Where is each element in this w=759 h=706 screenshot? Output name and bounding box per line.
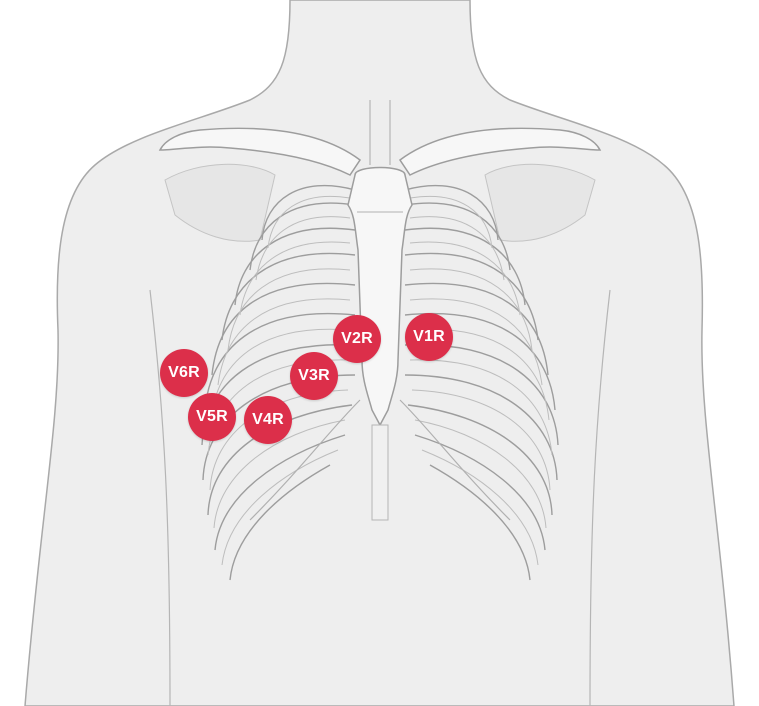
electrode-v2r: V2R [333, 315, 381, 363]
electrode-v6r: V6R [160, 349, 208, 397]
spine [372, 425, 388, 520]
electrode-v3r: V3R [290, 352, 338, 400]
electrode-v5r: V5R [188, 393, 236, 441]
electrode-v1r: V1R [405, 313, 453, 361]
electrode-v4r: V4R [244, 396, 292, 444]
